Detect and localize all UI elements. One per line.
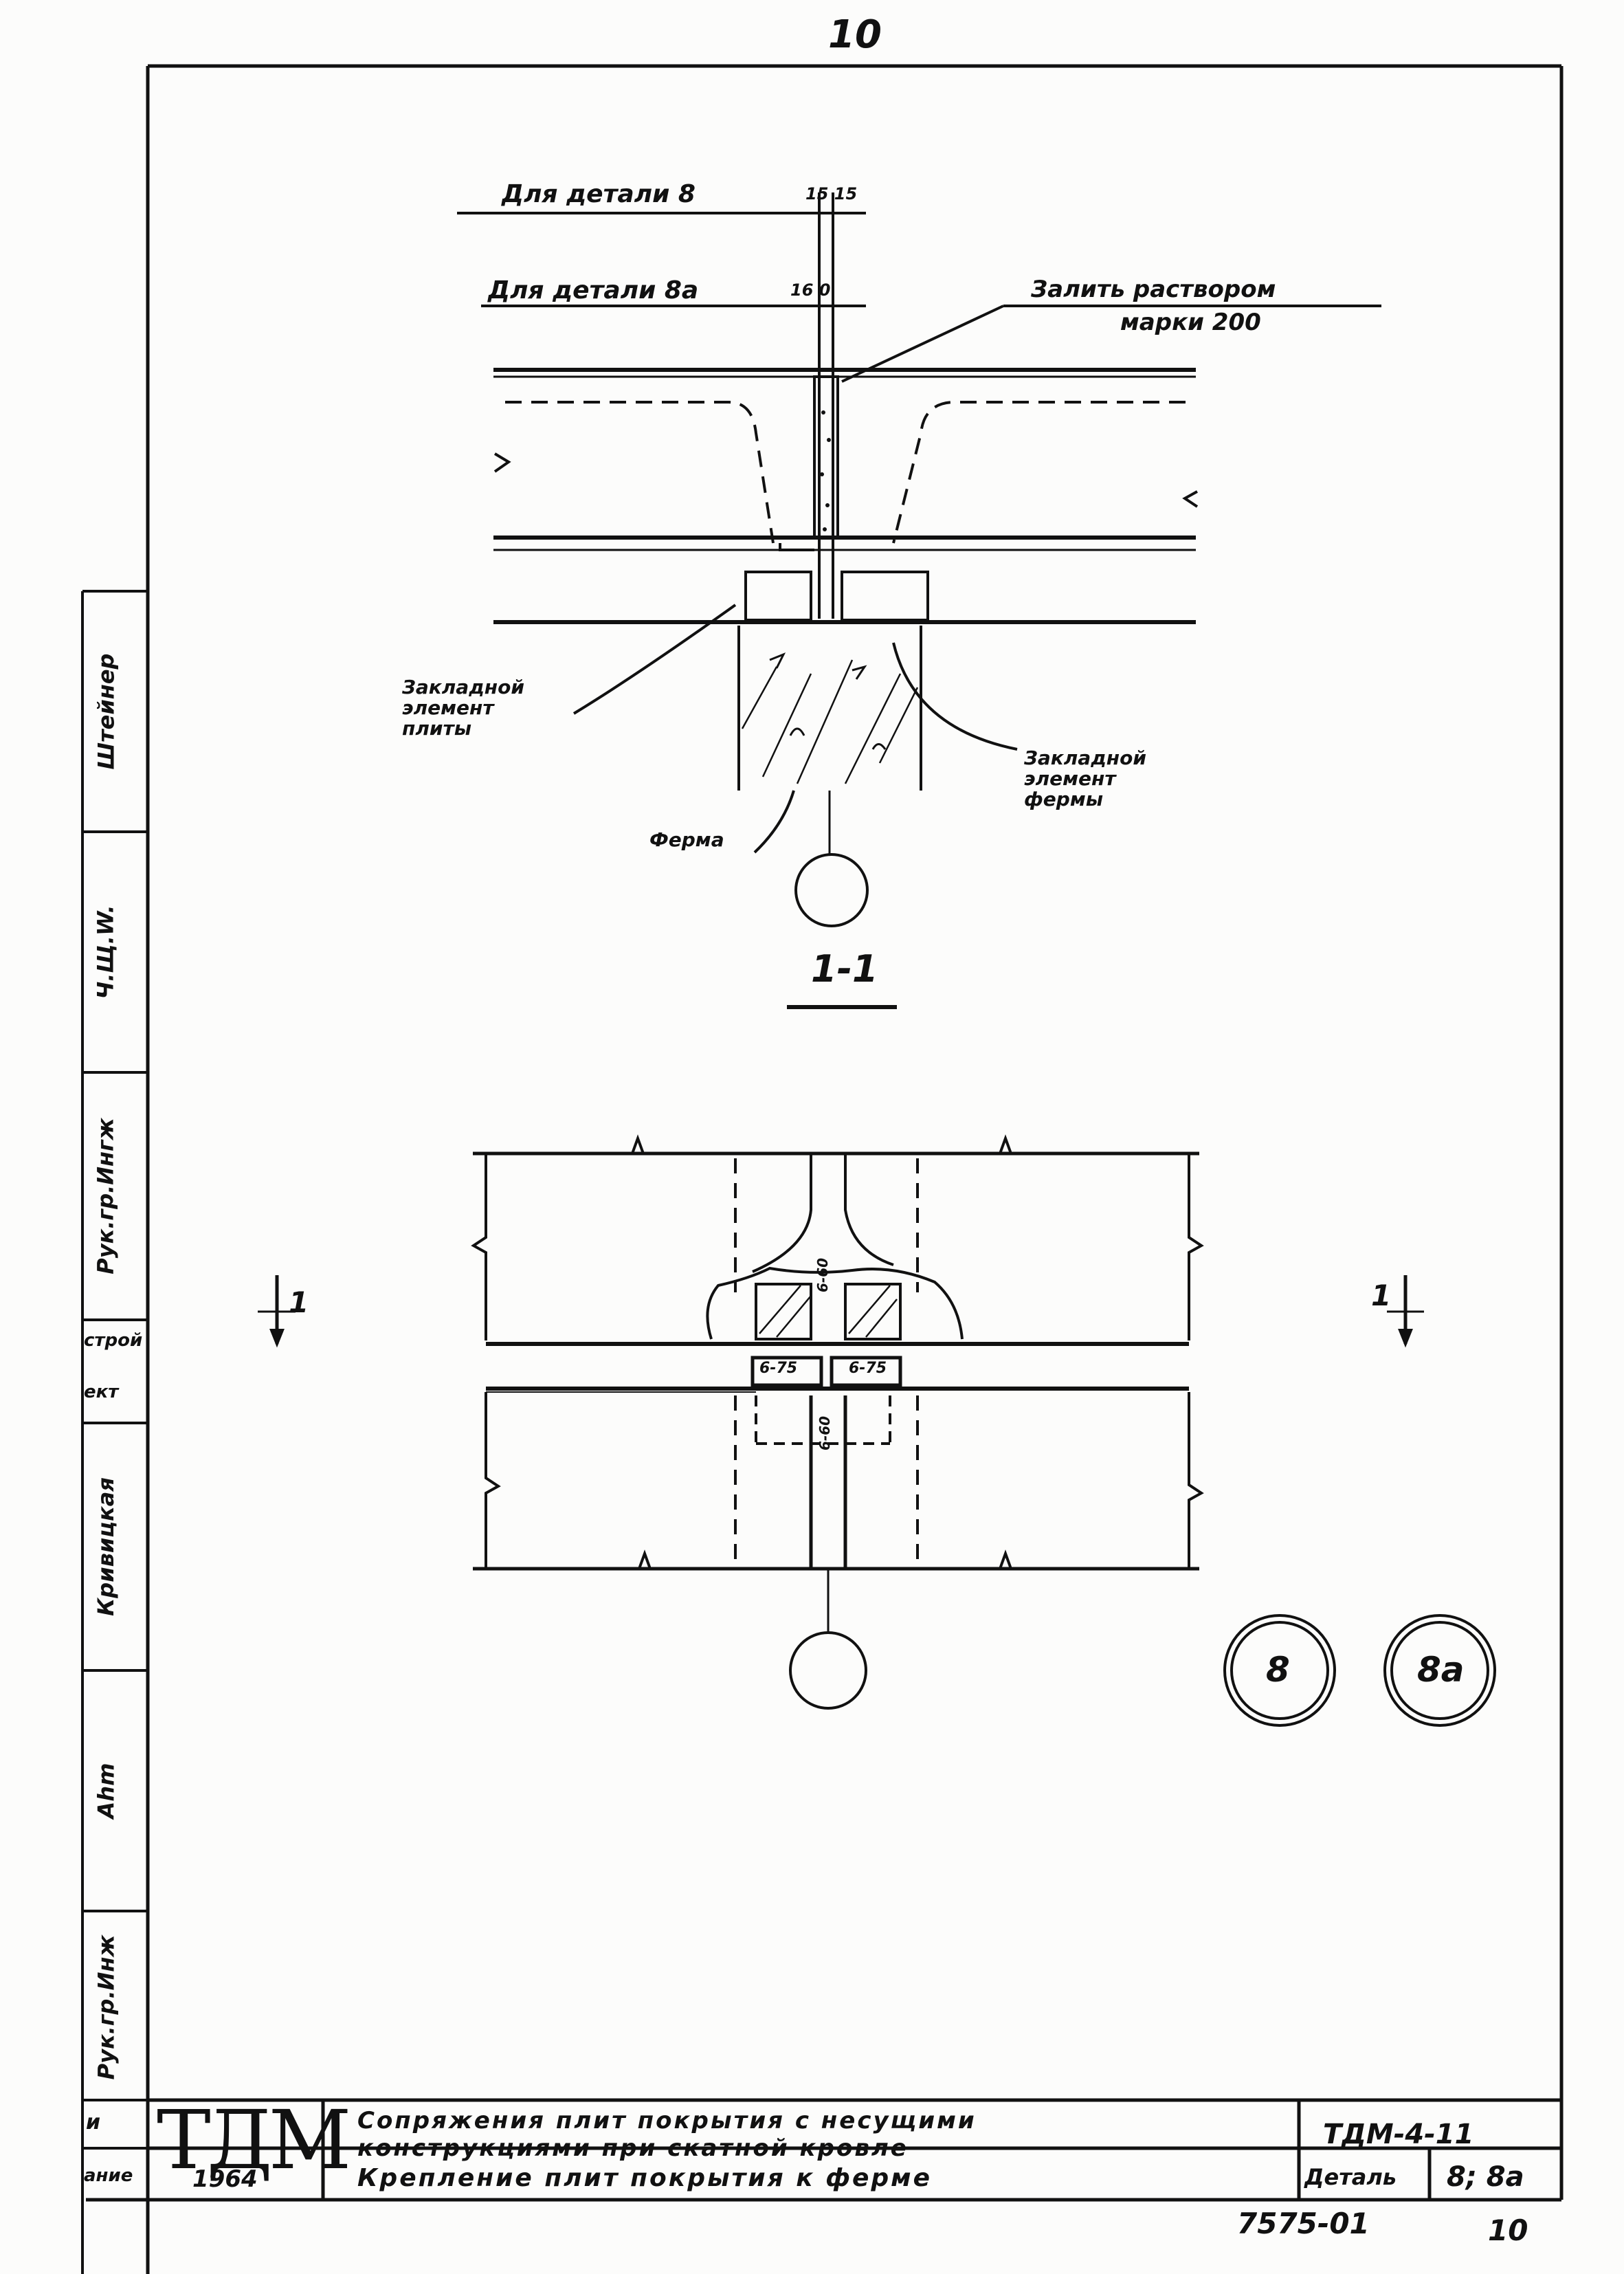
weld-label-top: 6-60 [814, 1257, 831, 1292]
title-block-detail-label: Деталь [1304, 2164, 1397, 2190]
note-for-detail-8a: Для детали 8а [488, 276, 699, 305]
callout-embedded-truss-line2: элемент [1024, 767, 1116, 790]
footer-sheet: 10 [1488, 2214, 1528, 2247]
callout-truss: Ферма [649, 828, 724, 851]
side-stamp-5: ект [84, 1382, 119, 1402]
callout-embedded-truss: Закладной элемент фермы [1024, 748, 1146, 810]
footer-number: 7575-01 [1237, 2207, 1370, 2240]
callout-embedded-slab-line1: Закладной [402, 676, 525, 698]
side-stamp-9: и [86, 2110, 101, 2134]
title-block-code: ТДМ-4-11 [1323, 2119, 1474, 2150]
weld-label-mid-right: 6-75 [849, 1360, 887, 1377]
side-stamp-6: Кривицкая [93, 1477, 120, 1616]
side-stamp-4: строй [84, 1330, 143, 1351]
callout-embedded-truss-line1: Закладной [1024, 747, 1147, 769]
title-block-title-line1: Сопряжения плит покрытия с несущими [357, 2107, 977, 2134]
weld-label-mid-left: 6-75 [759, 1360, 798, 1377]
section-mark-right: 1 [1371, 1279, 1392, 1312]
side-stamp-3: Рук.гр.Ингж [93, 1118, 120, 1274]
title-block-subtitle: Крепление плит покрытия к ферме [357, 2164, 932, 2192]
side-stamp-7: Ahm [93, 1763, 120, 1819]
title-block-title-line2: конструкциями при скатной кровле [357, 2134, 909, 2162]
note-dim-8a: 16 0 [790, 280, 831, 300]
title-block-detail-value: 8; 8а [1447, 2161, 1524, 2193]
note-dim-8: 15 15 [805, 184, 858, 203]
note-for-detail-8: Для детали 8 [502, 180, 696, 208]
page-number: 10 [828, 12, 882, 57]
title-block-year: 1964 [192, 2165, 258, 2193]
section-title: 1-1 [811, 947, 878, 991]
side-stamp-1: Штейнер [93, 653, 120, 770]
plan-detail [258, 1134, 1496, 1727]
detail-circle-8a: 8а [1417, 1650, 1465, 1690]
top-detail [457, 192, 1381, 927]
callout-fill-mortar-line2: марки 200 [1120, 309, 1261, 336]
callout-embedded-truss-line3: фермы [1024, 788, 1104, 810]
callout-fill-mortar-line1: Залить раствором [1031, 276, 1276, 303]
detail-circle-8: 8 [1266, 1650, 1290, 1690]
callout-embedded-slab: Закладной элемент плиты [402, 677, 524, 739]
side-stamp-2: Ч.Щ.W. [93, 905, 120, 1000]
concrete-marks [769, 652, 887, 750]
callout-embedded-slab-line3: плиты [402, 717, 472, 740]
side-stamp-10: ание [84, 2165, 133, 2186]
mortar-stipple [820, 410, 831, 531]
title-block [146, 2098, 1561, 2274]
side-stamp-8: Рук.гр.Инж [93, 1934, 120, 2080]
weld-label-bottom: 6-60 [816, 1415, 833, 1450]
callout-fill-mortar: Залить раствором марки 200 [1031, 275, 1276, 337]
side-stamp-column [81, 590, 148, 2274]
title-block-logo: ТДМ [157, 2093, 351, 2187]
callout-embedded-slab-line2: элемент [402, 696, 494, 719]
section-mark-left: 1 [289, 1285, 309, 1319]
